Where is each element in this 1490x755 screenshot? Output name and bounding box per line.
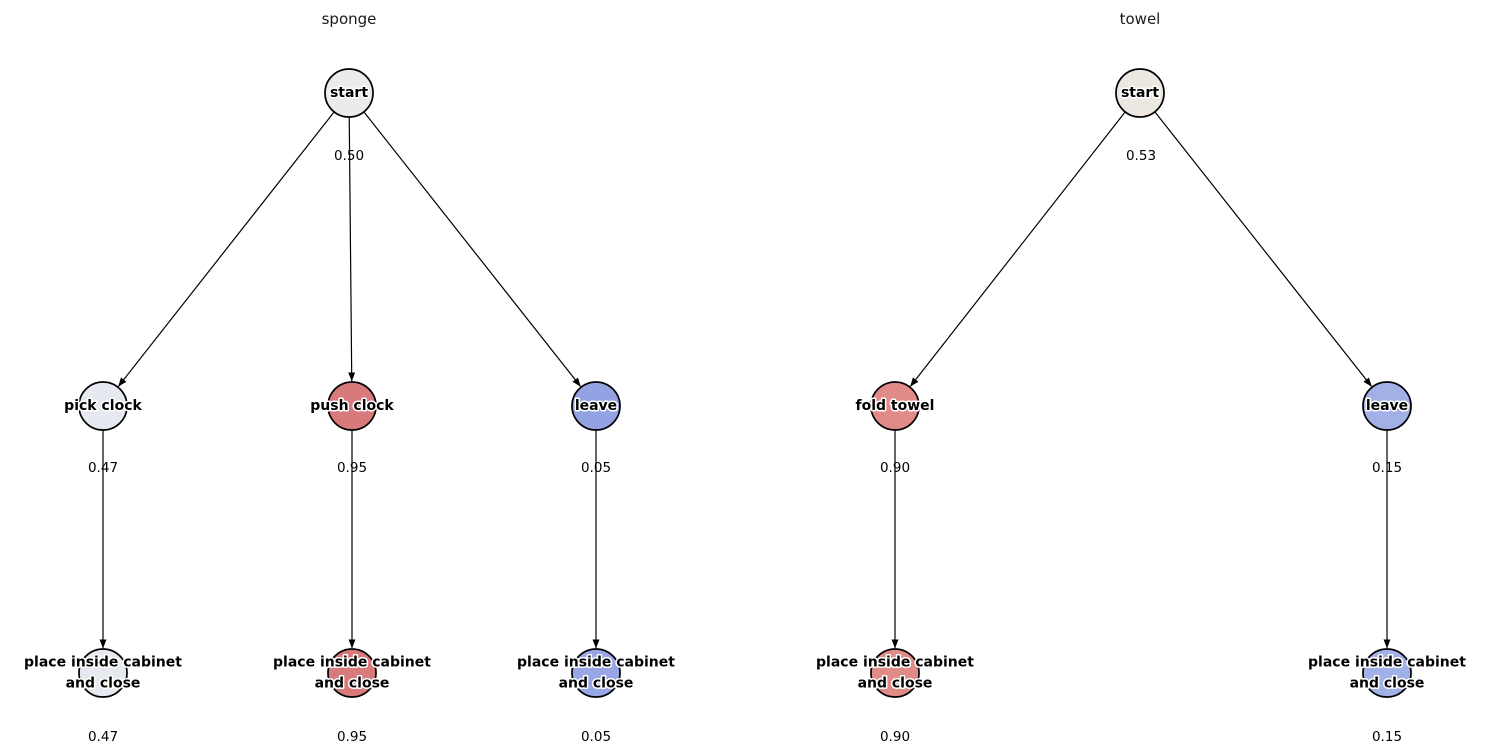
node-towel-place-left [870,648,920,698]
node-sponge-leave [571,381,621,431]
edge-probability-label: 0.95 [337,460,367,476]
node-towel-leave [1362,381,1412,431]
leaf-value-label: 0.05 [581,729,611,745]
edge-start-to-fold-towel [909,111,1126,387]
node-label-leave: leave [575,398,617,414]
node-sponge-place-left [78,648,128,698]
edge-probability-label: 0.05 [581,460,611,476]
node-towel-start [1115,68,1165,118]
tree-towel: 0.53 0.90 0.15 start fold towel leave place in… [815,10,1468,745]
leaf-value-label: 0.90 [880,729,910,745]
node-label-leave: leave [1366,398,1408,414]
node-towel-place-right [1362,648,1412,698]
edge-probability-label: 0.50 [334,148,364,164]
leaf-value-label: 0.47 [88,729,118,745]
node-sponge-place-right [571,648,621,698]
tree-sponge: 0.50 0.47 0.95 0.05 start pick clock push cloc… [23,10,677,745]
node-label-start: start [1121,85,1159,101]
edge-probability-label: 0.15 [1372,460,1402,476]
leaf-value-label: 0.15 [1372,729,1402,745]
edge-probability-label: 0.47 [88,460,118,476]
node-sponge-start [324,68,374,118]
edge-start-to-leave [1154,111,1372,387]
node-sponge-pick-clock [78,381,128,431]
tree-title-towel: towel [1120,10,1161,28]
node-towel-fold-towel [870,381,920,431]
edge-probability-label: 0.53 [1126,148,1156,164]
node-sponge-push-clock [327,381,377,431]
tree-title-sponge: sponge [322,10,377,28]
node-label-fold-towel: fold towel [856,398,935,414]
node-sponge-place-mid [327,648,377,698]
edge-start-to-pick-clock [117,111,335,387]
node-label-pick-clock: pick clock [64,398,142,414]
edge-probability-label: 0.90 [880,460,910,476]
edge-start-to-leave [363,111,581,387]
node-label-start: start [330,85,368,101]
node-label-push-clock: push clock [310,398,394,414]
edge-start-to-push-clock [348,116,356,382]
leaf-value-label: 0.95 [337,729,367,745]
